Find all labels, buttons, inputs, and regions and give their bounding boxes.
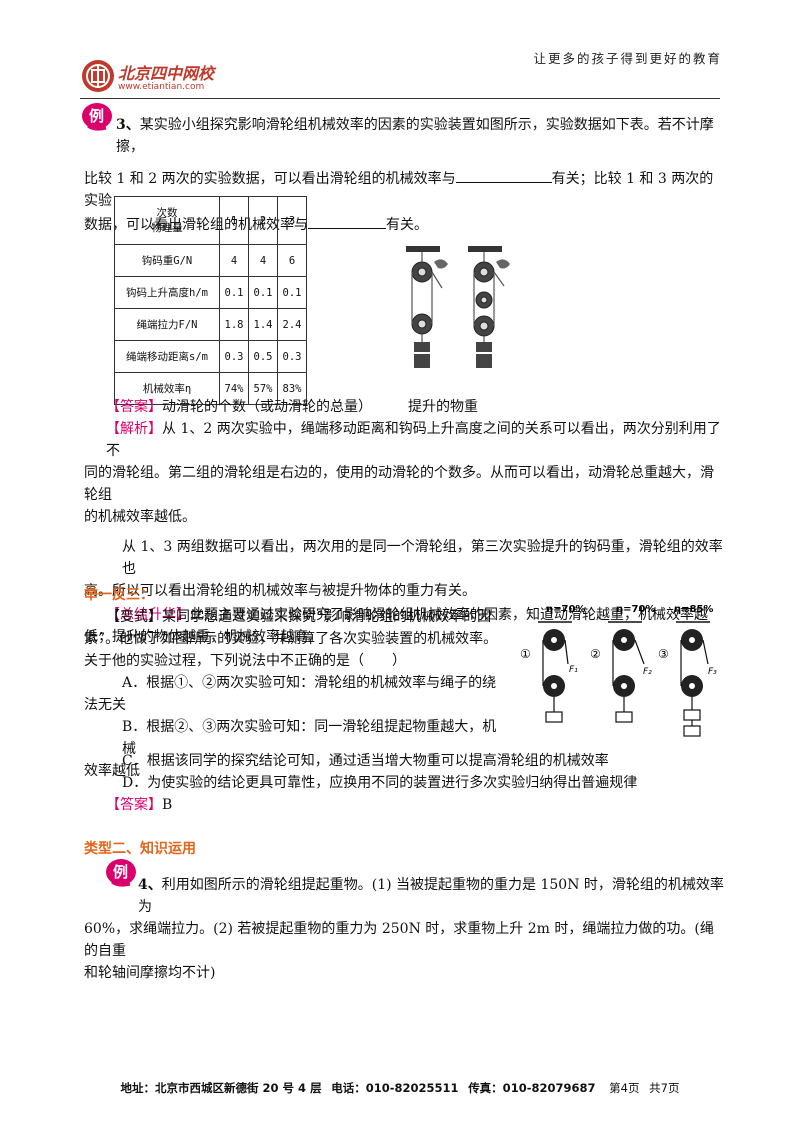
eta-label-3: η=85% bbox=[674, 604, 713, 615]
figure-number-2: ② bbox=[590, 647, 601, 661]
option-b: B．根据②、③两次实验可知：同一滑轮组提起物重越大，机械 bbox=[122, 719, 497, 757]
option-d: D．为使实验的结论更具可靠性，应换用不同的装置进行多次实验归纳得出普遍规律 bbox=[122, 775, 638, 791]
variant-question: 【变式】某同学想通过实验来探究“影响滑轮组的机械效率的因 素”。他做了如图所示的… bbox=[84, 606, 504, 782]
variant-answer: B bbox=[162, 797, 173, 813]
answer-blank-2[interactable] bbox=[308, 212, 386, 229]
example3-number: 3、 bbox=[116, 117, 140, 133]
example-badge-icon: 例 bbox=[80, 100, 114, 134]
force-label-2: F₂ bbox=[643, 667, 652, 677]
footer-page: 第4页 bbox=[609, 1081, 640, 1095]
logo-url: www.etiantian.com bbox=[118, 82, 205, 92]
footer-address: 地址：北京市西城区新德街 20 号 4 层 bbox=[120, 1081, 322, 1095]
force-label-3: F₃ bbox=[708, 667, 717, 677]
eta-label-1: η=70% bbox=[546, 604, 585, 615]
footer-phone: 电话：010-82025511 bbox=[331, 1081, 459, 1095]
variant-tag: 【变式】 bbox=[106, 609, 162, 625]
variant-options-cd: C．根据该同学的探究结论可知，通过适当增大物重可以提高滑轮组的机械效率 D．为使… bbox=[84, 750, 724, 816]
header-rule bbox=[80, 98, 720, 99]
answer-tag: 【答案】 bbox=[106, 399, 162, 415]
school-logo: 北京四中网校 www.etiantian.com bbox=[80, 58, 240, 98]
section-heading-variant: 举一反三： bbox=[84, 587, 154, 603]
figure-number-1: ① bbox=[520, 647, 531, 661]
analysis-text: 【解析】从 1、2 两次实验中，绳端移动距离和钩码上升高度之间的关系可以看出，两… bbox=[84, 421, 723, 645]
page-footer: 地址：北京市西城区新德街 20 号 4 层 电话：010-82025511 传真… bbox=[0, 1080, 800, 1096]
answer3: 【答案】动滑轮的个数（或动滑轮的总量）提升的物重 bbox=[106, 399, 478, 415]
logo-text: 北京四中网校 bbox=[118, 64, 215, 83]
header-slogan: 让更多的孩子得到更好的教育 bbox=[533, 51, 722, 66]
force-label-1: F₁ bbox=[569, 665, 578, 675]
footer-fax: 传真：010-82079687 bbox=[468, 1081, 596, 1095]
variant-answer-tag: 【答案】 bbox=[106, 797, 162, 813]
variant-pulley-figure: η=70% η=70% η=85% ① ② ③ F₁ F₂ F₃ bbox=[516, 600, 726, 754]
summary-tag: 【总结升华】 bbox=[106, 607, 190, 623]
example4-number: 4、 bbox=[138, 877, 162, 893]
option-c: C．根据该同学的探究结论可知，通过适当增大物重可以提高滑轮组的机械效率 bbox=[122, 753, 609, 769]
example-badge-icon: 例 bbox=[104, 856, 138, 890]
figure-number-3: ③ bbox=[658, 647, 669, 661]
example4-question: 4、利用如图所示的滑轮组提起重物。(1) 当被提起重物的重力是 150N 时，滑… bbox=[84, 877, 724, 981]
option-a: A．根据①、②两次实验可知：滑轮组的机械效率与绳子的绕 bbox=[122, 675, 497, 691]
answer-blank-1[interactable] bbox=[455, 166, 552, 183]
footer-total: 共7页 bbox=[649, 1081, 680, 1095]
eta-label-2: η=70% bbox=[616, 604, 655, 615]
analysis-tag: 【解析】 bbox=[106, 421, 162, 437]
pulley-apparatus-figure bbox=[398, 236, 528, 382]
section-heading-type2: 类型二、知识运用 bbox=[84, 841, 196, 857]
